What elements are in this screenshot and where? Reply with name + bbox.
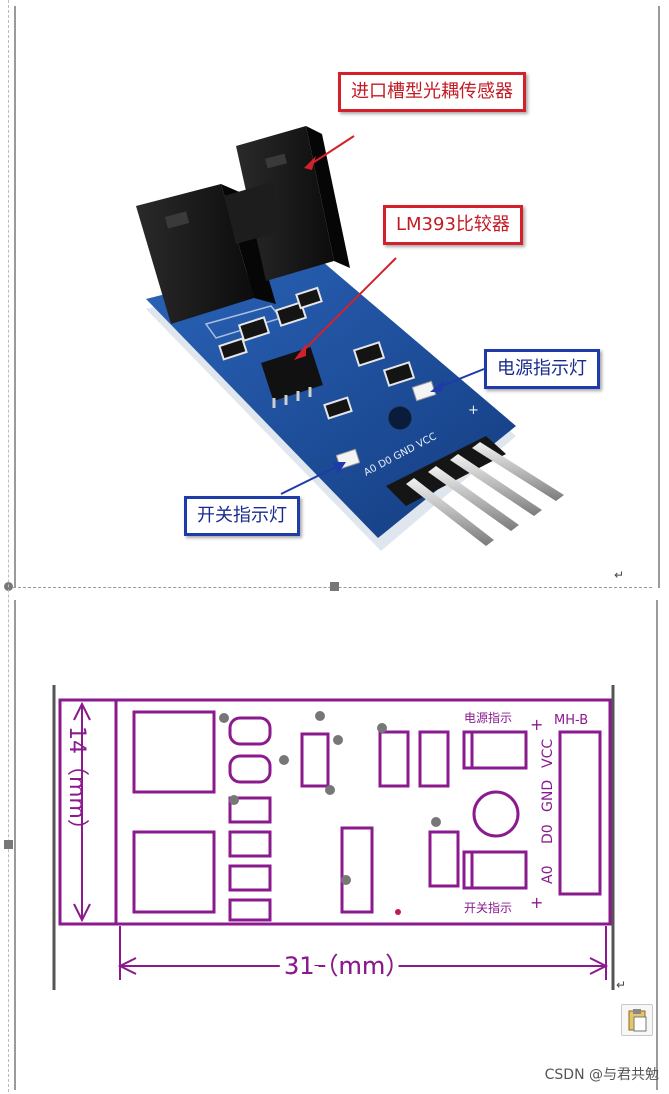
sensor-module-photo: A0 D0 GND VCC + <box>136 126 564 551</box>
header-pins <box>406 442 564 546</box>
width-dimension: 31（mm） <box>284 952 409 980</box>
paragraph-mark-2: ↵ <box>616 978 627 992</box>
svg-text:+: + <box>530 715 543 734</box>
paste-options-icon[interactable] <box>621 1004 653 1036</box>
mount-hole <box>385 403 415 433</box>
smd-components <box>218 286 416 420</box>
resize-handle-bottom[interactable] <box>330 582 339 591</box>
power-indicator-label: 电源指示 <box>464 710 512 725</box>
lm393-chip <box>261 346 323 408</box>
left-dashed-border <box>8 0 9 1092</box>
dimension-drawing: MH-B 电源指示 + 开关指示 + VCC GND D0 A0 14（mm） … <box>52 685 615 990</box>
photo-panel: A0 D0 GND VCC + <box>14 6 660 588</box>
power-led <box>411 380 437 402</box>
switch-indicator-label: 开关指示 <box>464 900 512 915</box>
paragraph-mark: ↵ <box>614 568 625 582</box>
board-outline <box>58 698 612 926</box>
csdn-watermark: CSDN @与君共勉 <box>544 1067 659 1083</box>
label-power-indicator: 电源指示灯 <box>484 349 600 389</box>
resize-handle-mid-left[interactable] <box>4 840 13 849</box>
svg-text:+: + <box>530 893 543 912</box>
svg-text:+: + <box>468 403 479 418</box>
svg-text:31（mm）: 31（mm） <box>284 952 409 980</box>
pin-vcc: VCC <box>540 739 556 768</box>
pin-a0: A0 <box>540 866 556 884</box>
label-optocoupler-sensor: 进口槽型光耦传感器 <box>338 72 526 112</box>
drawing-panel: MH-B 电源指示 + 开关指示 + VCC GND D0 A0 14（mm） … <box>14 600 658 1090</box>
label-switch-indicator: 开关指示灯 <box>184 496 300 536</box>
model-label: MH-B <box>554 713 588 728</box>
label-lm393-comparator: LM393比较器 <box>383 205 523 245</box>
height-dimension: 14（mm） <box>64 726 89 841</box>
pin-d0: D0 <box>540 824 556 844</box>
pin-gnd: GND <box>540 780 556 812</box>
